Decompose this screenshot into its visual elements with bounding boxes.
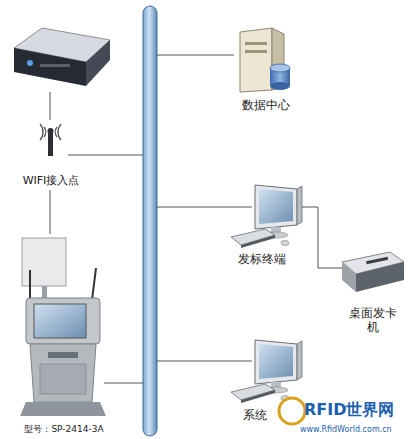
device-node: 桌面发卡机 — [338, 250, 408, 334]
server-device — [240, 28, 290, 92]
device-node: 发标终端 — [222, 180, 302, 266]
computer-terminal — [231, 185, 302, 248]
watermark-text: www.RfidWorld.com.cn — [300, 425, 392, 434]
device-label: 系统 — [243, 408, 267, 422]
network-bus — [143, 6, 157, 436]
router-device — [14, 28, 110, 86]
device-label: WIFI接入点 — [23, 174, 80, 188]
network-link — [50, 190, 51, 234]
card-issuer-device — [342, 252, 404, 292]
device-node: 系统 — [222, 336, 288, 422]
watermark-text: RFID世界网 — [304, 400, 394, 421]
device-node: 数据中心 — [228, 24, 304, 112]
device-label: 数据中心 — [242, 98, 290, 112]
wifi-antenna — [40, 124, 61, 156]
kiosk-device — [20, 238, 106, 416]
watermark-logo — [279, 398, 305, 424]
device-label: 发标终端 — [238, 252, 286, 266]
device-label: 型号：SP-2414-3A — [24, 422, 103, 436]
network-link — [302, 207, 342, 268]
computer-terminal — [231, 340, 302, 403]
device-label: 桌面发卡机 — [347, 306, 399, 334]
device-node: 型号：SP-2414-3A — [6, 234, 122, 436]
device-node: WIFI接入点 — [16, 118, 86, 188]
